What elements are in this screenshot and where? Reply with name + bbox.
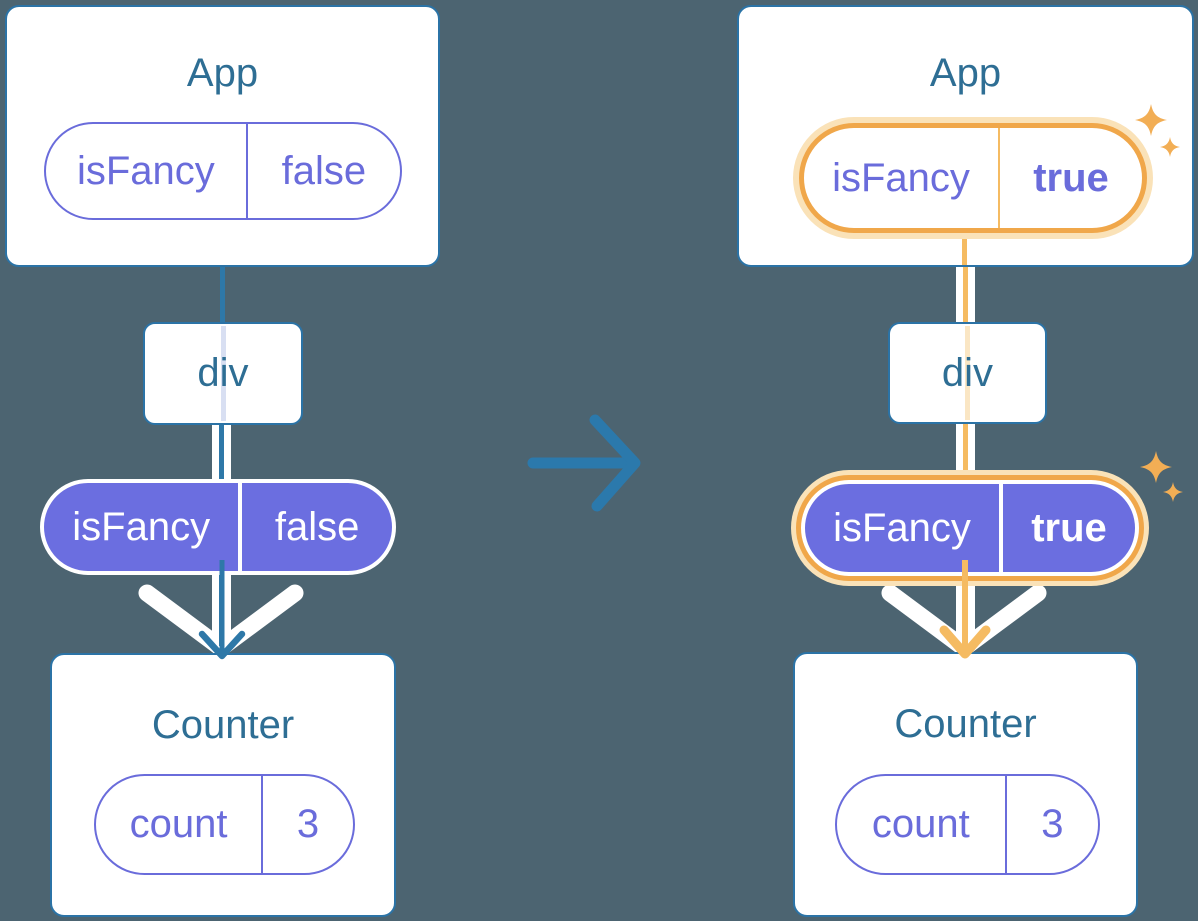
counter-state-pill-before: count 3 (94, 774, 355, 875)
div-node-after: div (888, 322, 1047, 424)
passed-prop-pill-before: isFancy false (40, 479, 396, 575)
right-arrow-icon (527, 414, 641, 512)
div-node-before: div (143, 322, 303, 425)
edge-div-to-prop-right (956, 423, 975, 483)
div-label: div (941, 350, 994, 395)
prop-value: false (274, 504, 360, 549)
sparkles-icon-bottom (1140, 451, 1183, 502)
state-name: count (837, 776, 1007, 873)
app-prop-pill-after: isFancy true (799, 123, 1147, 233)
prop-value: false (281, 148, 367, 193)
edge-app-to-div-left (220, 266, 225, 323)
edge-app-to-div-right (956, 266, 975, 324)
sparkles-icon-top (1135, 104, 1180, 157)
prop-name: isFancy (805, 484, 1003, 572)
state-value: 3 (1041, 802, 1064, 846)
state-name: count (96, 776, 264, 873)
down-arrow-icon-left (198, 560, 246, 660)
counter-card-before: Counter count 3 (50, 653, 396, 917)
edge-div-to-prop-left (212, 424, 231, 481)
through-line (220, 326, 226, 421)
prop-name: isFancy (44, 483, 243, 571)
prop-name: isFancy (804, 128, 1001, 228)
prop-name: isFancy (46, 124, 248, 218)
counter-state-pill-after: count 3 (835, 774, 1100, 875)
app-card-before: App isFancy false (5, 5, 440, 267)
through-line (965, 326, 970, 420)
app-card-after: App isFancy true (737, 5, 1194, 267)
state-value: 3 (296, 802, 320, 846)
prop-value: true (1033, 155, 1109, 200)
app-prop-pill-before: isFancy false (44, 122, 402, 220)
div-label: div (197, 351, 249, 395)
passed-prop-pill-after: isFancy true (801, 480, 1139, 576)
counter-title: Counter (151, 703, 295, 747)
counter-title: Counter (894, 702, 1037, 746)
app-title: App (929, 51, 1002, 95)
down-arrow-icon-right (939, 560, 991, 659)
counter-card-after: Counter count 3 (793, 652, 1138, 917)
app-title: App (186, 51, 259, 95)
edge-prop-to-card-bottom (962, 234, 967, 265)
prop-value: true (1031, 505, 1107, 550)
